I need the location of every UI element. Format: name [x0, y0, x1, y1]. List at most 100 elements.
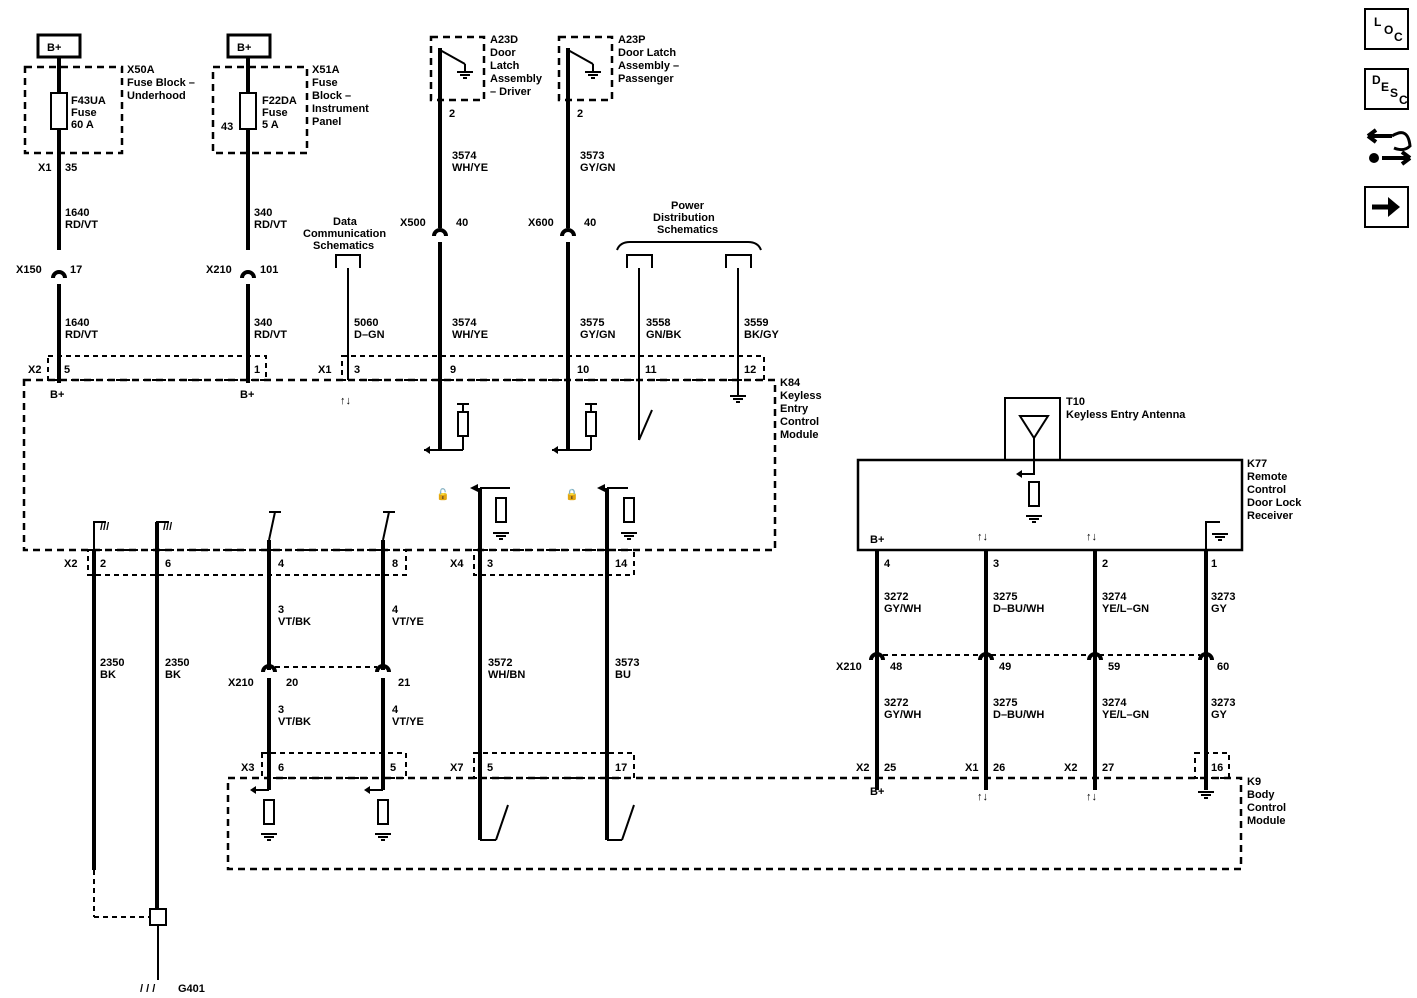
svg-text:3274: 3274: [1102, 591, 1127, 603]
svg-text:BK: BK: [165, 669, 181, 681]
svg-text:VT/BK: VT/BK: [278, 716, 311, 728]
svg-text:Control: Control: [780, 416, 819, 428]
svg-text:B+: B+: [870, 786, 884, 798]
svg-text:340: 340: [254, 317, 272, 329]
next-arrow-button[interactable]: [1364, 186, 1409, 228]
svg-text:X3: X3: [241, 762, 254, 774]
svg-text:40: 40: [456, 217, 468, 229]
svg-text:3272: 3272: [884, 591, 908, 603]
svg-text:21: 21: [398, 677, 410, 689]
svg-text:K84: K84: [780, 377, 801, 389]
svg-text:5: 5: [487, 762, 493, 774]
svg-text:Schematics: Schematics: [657, 224, 718, 236]
svg-text:Schematics: Schematics: [313, 240, 374, 252]
svg-text:48: 48: [890, 661, 902, 673]
svg-text:17: 17: [615, 762, 627, 774]
svg-text:2: 2: [449, 108, 455, 120]
svg-text:GY/WH: GY/WH: [884, 709, 921, 721]
svg-text:Data: Data: [333, 216, 358, 228]
svg-text:Door Lock: Door Lock: [1247, 497, 1302, 509]
svg-text:3: 3: [278, 704, 284, 716]
svg-text:101: 101: [260, 264, 278, 276]
svg-text:20: 20: [286, 677, 298, 689]
door-latch-passenger: A23P Door Latch Assembly – Passenger 2: [557, 34, 679, 228]
svg-text:A23P: A23P: [618, 34, 646, 46]
svg-text:4: 4: [392, 604, 399, 616]
svg-text:3: 3: [278, 604, 284, 616]
svg-text:Control: Control: [1247, 484, 1286, 496]
description-button[interactable]: D E S C: [1364, 68, 1409, 110]
svg-text:11: 11: [645, 364, 657, 376]
svg-text:Remote: Remote: [1247, 471, 1287, 483]
svg-text:Passenger: Passenger: [618, 73, 674, 85]
svg-text:9: 9: [450, 364, 456, 376]
svg-text:3: 3: [354, 364, 360, 376]
svg-text:3275: 3275: [993, 591, 1017, 603]
svg-text:↑↓: ↑↓: [1086, 791, 1097, 803]
svg-text:X500: X500: [400, 217, 426, 229]
svg-text:GY/WH: GY/WH: [884, 603, 921, 615]
svg-text:3574: 3574: [452, 317, 477, 329]
k77-remote-door-lock-receiver: K77 Remote Control Door Lock Receiver B+…: [856, 458, 1302, 552]
svg-text:Power: Power: [671, 200, 705, 212]
svg-text:340: 340: [254, 207, 272, 219]
svg-text:RD/VT: RD/VT: [254, 219, 287, 231]
k9-body-control-module: K9 Body Control Module X3 6 5 X7 5 17 X2…: [226, 752, 1286, 871]
svg-text:25: 25: [884, 762, 896, 774]
svg-text:Keyless Entry Antenna: Keyless Entry Antenna: [1066, 409, 1186, 421]
arrow-right-icon: [1372, 197, 1400, 217]
svg-text:B+: B+: [47, 42, 61, 54]
svg-text:3275: 3275: [993, 697, 1017, 709]
svg-text:T10: T10: [1066, 396, 1085, 408]
svg-text:Fuse Block –: Fuse Block –: [127, 77, 195, 89]
svg-text:X51A: X51A: [312, 64, 340, 76]
svg-text:B+: B+: [50, 389, 64, 401]
svg-text:Door: Door: [490, 47, 516, 59]
svg-text:Keyless: Keyless: [780, 390, 822, 402]
svg-text:1: 1: [254, 364, 260, 376]
svg-text:3: 3: [993, 558, 999, 570]
door-latch-driver: A23D Door Latch Assembly – Driver 2: [429, 34, 543, 228]
svg-text:X2: X2: [28, 364, 41, 376]
svg-text:3558: 3558: [646, 317, 670, 329]
svg-text:X1: X1: [965, 762, 978, 774]
svg-text:16: 16: [1211, 762, 1223, 774]
svg-text:Fuse: Fuse: [262, 107, 288, 119]
svg-text:Receiver: Receiver: [1247, 510, 1294, 522]
svg-text:3574: 3574: [452, 150, 477, 162]
svg-text:X2: X2: [856, 762, 869, 774]
svg-text:VT/YE: VT/YE: [392, 616, 424, 628]
svg-text:2350: 2350: [100, 657, 124, 669]
connector-view-icon[interactable]: [1364, 122, 1414, 174]
svg-text:B+: B+: [240, 389, 254, 401]
svg-text:43: 43: [221, 121, 233, 133]
fuse-block-x51a: B+ X51A Fuse Block – Instrument Panel F2…: [211, 33, 369, 250]
svg-text:Door Latch: Door Latch: [618, 47, 676, 59]
svg-text:WH/YE: WH/YE: [452, 329, 488, 341]
svg-text:3572: 3572: [488, 657, 512, 669]
svg-text:YE/L–GN: YE/L–GN: [1102, 709, 1149, 721]
svg-text:GN/BK: GN/BK: [646, 329, 682, 341]
svg-text:X1: X1: [38, 162, 51, 174]
location-button[interactable]: L O C: [1364, 8, 1409, 50]
data-communication-ref[interactable]: Data Communication Schematics: [303, 216, 386, 380]
svg-text:K9: K9: [1247, 776, 1261, 788]
svg-text:10: 10: [577, 364, 589, 376]
svg-text:↑↓: ↑↓: [1086, 531, 1097, 543]
svg-text:3573: 3573: [580, 150, 604, 162]
svg-text:X210: X210: [228, 677, 254, 689]
svg-text:GY/GN: GY/GN: [580, 329, 616, 341]
svg-text:GY: GY: [1211, 709, 1228, 721]
svg-text:5060: 5060: [354, 317, 378, 329]
svg-text:GY/GN: GY/GN: [580, 162, 616, 174]
svg-text:X1: X1: [318, 364, 331, 376]
power-distribution-ref[interactable]: Power Distribution Schematics: [616, 200, 762, 440]
svg-text:GY: GY: [1211, 603, 1228, 615]
svg-text:///: ///: [163, 521, 172, 533]
svg-text:3575: 3575: [580, 317, 604, 329]
svg-text:1640: 1640: [65, 207, 89, 219]
svg-text:X2: X2: [1064, 762, 1077, 774]
svg-text:A23D: A23D: [490, 34, 518, 46]
